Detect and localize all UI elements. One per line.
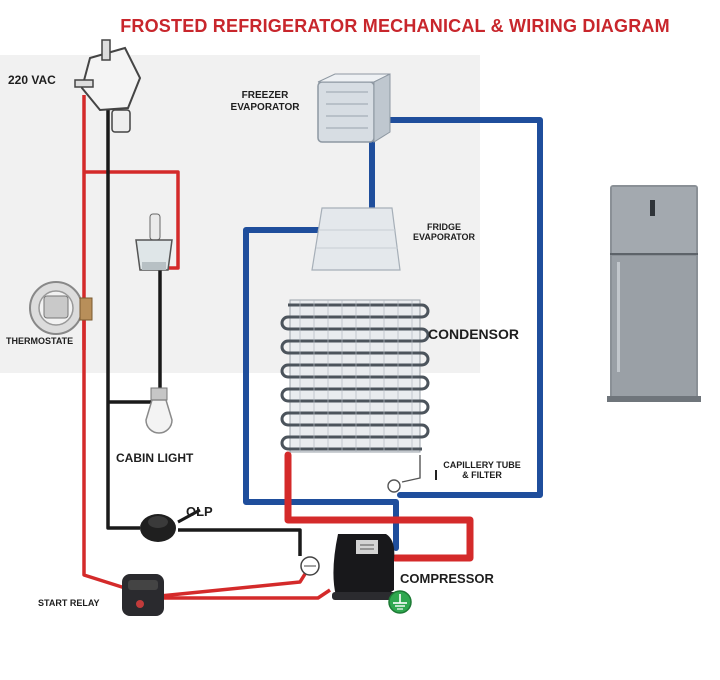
thermostat-label: THERMOSTATE	[6, 336, 74, 346]
capillary-tube	[387, 455, 437, 493]
capillary-label-line1: CAPILLERY TUBE	[443, 460, 521, 470]
fridge-evaporator-label-line2: EVAPORATOR	[412, 232, 475, 243]
fridge-evaporator-label-line1: FRIDGE	[426, 222, 461, 232]
start-relay-unit	[122, 574, 164, 616]
olp-label: OLP	[186, 504, 213, 519]
cabin-light-bulb	[145, 387, 173, 434]
olp-unit	[140, 508, 201, 542]
power-plug	[74, 39, 142, 133]
freezer-evaporator-label-line2: EVAPORATOR	[230, 101, 300, 113]
discharge-line-path	[284, 451, 474, 562]
fridge-evaporator-label: FRIDGE EVAPORATOR	[404, 222, 484, 243]
thermostat-unit	[29, 281, 93, 335]
ground-symbol	[388, 590, 412, 614]
capillary-label-line2: & FILTER	[462, 470, 502, 481]
compressor-label: COMPRESSOR	[400, 571, 494, 586]
fridge-evaporator-unit	[311, 207, 401, 271]
condensor-label: CONDENSOR	[428, 326, 520, 342]
neutral-wire	[106, 100, 302, 556]
compressor-unit	[332, 534, 400, 600]
freezer-evaporator-unit	[317, 73, 391, 143]
condenser-coil	[280, 299, 430, 453]
discharge-line	[284, 451, 474, 562]
capillary-label: CAPILLERY TUBE & FILTER	[432, 460, 532, 481]
suction-line-outer	[369, 117, 543, 498]
start-relay-label: START RELAY	[38, 598, 100, 608]
freezer-evaporator-label-line1: FREEZER	[241, 90, 289, 101]
refrigerator-illustration	[607, 185, 701, 402]
cabin-light-label: CABIN LIGHT	[116, 451, 194, 465]
power-label: 220 VAC	[8, 73, 56, 87]
terminal-connector	[300, 556, 320, 576]
freezer-evaporator-label: FREEZER EVAPORATOR	[222, 90, 308, 113]
diagram-title: FROSTED REFRIGERATOR MECHANICAL & WIRING…	[120, 16, 670, 36]
door-switch	[135, 213, 173, 271]
